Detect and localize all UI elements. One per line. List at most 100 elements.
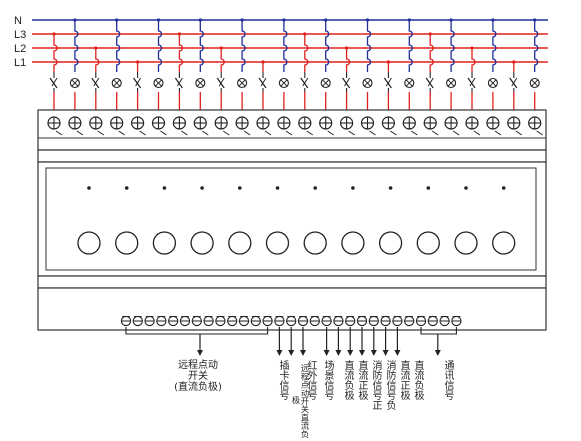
junction-dot bbox=[136, 60, 140, 64]
terminal-label: 直流负极 bbox=[342, 360, 353, 400]
junction-dot bbox=[73, 18, 77, 22]
contact-tick bbox=[285, 130, 293, 136]
junction-dot bbox=[491, 18, 495, 22]
push-button bbox=[115, 231, 139, 255]
push-button-row bbox=[77, 231, 516, 255]
drop-wire bbox=[178, 34, 183, 72]
load-devices bbox=[49, 72, 540, 92]
junction-dot bbox=[386, 60, 390, 64]
contact-tick bbox=[139, 130, 146, 136]
contact-tick bbox=[515, 130, 523, 136]
push-button bbox=[341, 231, 365, 255]
lamp-cross bbox=[238, 79, 246, 87]
junction-dot bbox=[449, 18, 453, 22]
bus-label: L2 bbox=[14, 43, 26, 55]
switch-contact bbox=[469, 77, 476, 87]
switch-contact bbox=[385, 77, 392, 87]
junction-dot bbox=[115, 18, 119, 22]
indicator-led bbox=[313, 186, 318, 190]
contact-tick bbox=[181, 130, 188, 136]
drop-wire bbox=[283, 20, 288, 72]
comm-signal-label: 通讯信号 bbox=[442, 360, 453, 400]
junction-dot bbox=[533, 18, 537, 22]
push-button bbox=[265, 231, 290, 255]
indicator-led bbox=[87, 186, 91, 190]
junction-dot bbox=[324, 18, 328, 22]
terminal-label: 场景信号 bbox=[322, 360, 333, 400]
junction-dot bbox=[407, 18, 411, 22]
top-rail bbox=[37, 149, 547, 163]
lamp-cross bbox=[322, 79, 330, 87]
push-button bbox=[378, 231, 403, 255]
contact-tick bbox=[369, 130, 376, 136]
lamp-cross bbox=[405, 79, 413, 87]
arrow-down-icon bbox=[394, 350, 401, 356]
terminal-label: 红外信号 bbox=[305, 360, 316, 400]
contact-tick bbox=[390, 130, 397, 136]
junction-dot bbox=[282, 18, 286, 22]
switch-contact bbox=[511, 77, 518, 87]
contact-tick bbox=[536, 130, 543, 136]
drop-wire bbox=[492, 20, 497, 72]
switch-contact bbox=[176, 77, 183, 87]
bus-label: L1 bbox=[14, 57, 26, 69]
contact-tick bbox=[494, 130, 502, 136]
indicator-led bbox=[464, 186, 468, 190]
lamp-cross bbox=[196, 79, 204, 87]
drop-wire bbox=[116, 20, 121, 72]
contact-tick bbox=[118, 130, 125, 136]
drop-wire bbox=[429, 34, 434, 72]
contact-tick bbox=[431, 130, 439, 136]
indicator-led bbox=[388, 186, 393, 190]
bus-label: N bbox=[14, 15, 22, 27]
input-terminal-row bbox=[120, 315, 462, 327]
terminal-label: 消防信号正 bbox=[370, 360, 381, 410]
terminal-label: 直流负极 bbox=[412, 360, 423, 400]
contact-tick bbox=[452, 130, 460, 136]
junction-dot bbox=[156, 18, 161, 22]
drop-wire bbox=[95, 48, 100, 72]
junction-dot bbox=[428, 32, 432, 36]
controller-module bbox=[37, 109, 547, 331]
indicator-led bbox=[351, 186, 355, 190]
remote-switch-arrow-bracket bbox=[125, 327, 269, 335]
contact-tick bbox=[473, 130, 481, 136]
drop-wire bbox=[304, 34, 309, 72]
output-terminal-row bbox=[47, 116, 543, 136]
indicator-led bbox=[124, 186, 129, 190]
contact-tick bbox=[160, 130, 167, 136]
bus-label: L3 bbox=[14, 29, 26, 41]
drop-wire bbox=[408, 20, 413, 72]
contact-tick bbox=[202, 130, 209, 136]
indicator-led bbox=[162, 186, 167, 190]
contact-tick bbox=[222, 130, 230, 136]
remote-switch-label-line-1: 远程点动 bbox=[178, 360, 218, 371]
terminal-label: 直流正极 bbox=[356, 360, 367, 400]
drop-wire bbox=[199, 20, 204, 72]
push-button bbox=[152, 231, 177, 255]
arrow-down-icon bbox=[288, 350, 295, 356]
drop-wire bbox=[241, 20, 246, 72]
switch-contact bbox=[93, 77, 100, 87]
terminal-label: 消防信号负 bbox=[384, 360, 395, 410]
contact-tick bbox=[76, 130, 84, 136]
lamp-cross bbox=[280, 79, 288, 87]
switch-contact bbox=[302, 77, 309, 87]
junction-dot bbox=[240, 18, 244, 22]
drop-wire bbox=[157, 20, 163, 72]
terminal-label: 远程点动开关直流负极 bbox=[291, 363, 310, 438]
remote-switch-label: 远程点动 开关 (直流负极) bbox=[158, 360, 238, 393]
contact-tick bbox=[327, 130, 334, 136]
lamp-cross bbox=[447, 79, 455, 87]
drop-wire bbox=[74, 20, 79, 72]
drop-wire bbox=[345, 48, 351, 72]
remote-switch-label-line-2: 开关 bbox=[188, 371, 208, 382]
drop-wire bbox=[534, 20, 539, 72]
terminal-label: 直流正极 bbox=[398, 360, 409, 400]
load-drop-wires bbox=[52, 18, 539, 114]
remote-switch-label-line-3: (直流负极) bbox=[174, 382, 222, 393]
contact-tick bbox=[264, 130, 272, 136]
contact-tick bbox=[306, 130, 314, 136]
arrow-down-icon bbox=[335, 350, 342, 356]
